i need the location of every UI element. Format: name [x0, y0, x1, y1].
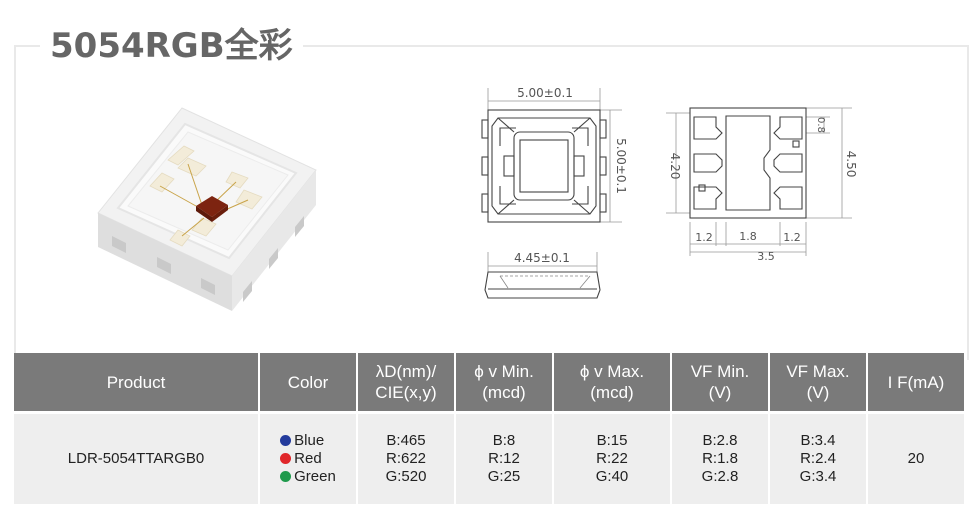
dim-pad-small: 0.8	[815, 117, 826, 133]
dim-pad-mid: 1.8	[739, 230, 757, 243]
dim-pad-left: 1.2	[695, 231, 713, 244]
header-if: I F(mA)	[868, 353, 964, 411]
color-item-green: Green	[280, 468, 336, 486]
table-header-row: Product Color λD(nm)/CIE(x,y) ϕ v Min.(m…	[14, 353, 964, 411]
cell-color: Blue Red Green	[260, 411, 356, 504]
dim-body-height: 4.50	[844, 151, 858, 178]
header-wavelength: λD(nm)/CIE(x,y)	[358, 353, 454, 411]
dim-total-width: 3.5	[757, 250, 775, 263]
cell-if: 20	[868, 411, 964, 504]
color-item-blue: Blue	[280, 432, 336, 450]
spec-table: Product Color λD(nm)/CIE(x,y) ϕ v Min.(m…	[12, 353, 966, 504]
drawing-area: 5.00±0.1 5.00±0.1 4.45±0.1	[97, 86, 858, 311]
dim-top-height: 5.00±0.1	[614, 138, 628, 194]
dim-side-width: 4.45±0.1	[514, 251, 570, 265]
section-title: 5054RGB全彩	[40, 28, 303, 64]
dim-top-width: 5.00±0.1	[517, 86, 573, 100]
color-item-red: Red	[280, 450, 336, 468]
dim-pad-height: 4.20	[668, 153, 682, 180]
top-view-drawing	[481, 88, 622, 223]
header-product: Product	[14, 353, 258, 411]
header-iv-max: ϕ v Max.(mcd)	[554, 353, 670, 411]
dim-pad-right: 1.2	[783, 231, 801, 244]
green-dot-icon	[280, 471, 292, 482]
red-dot-icon	[280, 453, 292, 464]
header-vf-max: VF Max.(V)	[770, 353, 866, 411]
header-color: Color	[260, 353, 356, 411]
pad-layout-drawing	[666, 107, 852, 256]
header-iv-min: ϕ v Min.(mcd)	[456, 353, 552, 411]
header-vf-min: VF Min.(V)	[672, 353, 768, 411]
blue-dot-icon	[280, 435, 292, 446]
cell-product: LDR-5054TTARGB0	[14, 411, 258, 504]
section-frame	[14, 45, 969, 360]
side-view-drawing	[484, 252, 601, 299]
led-product-image	[97, 107, 317, 311]
